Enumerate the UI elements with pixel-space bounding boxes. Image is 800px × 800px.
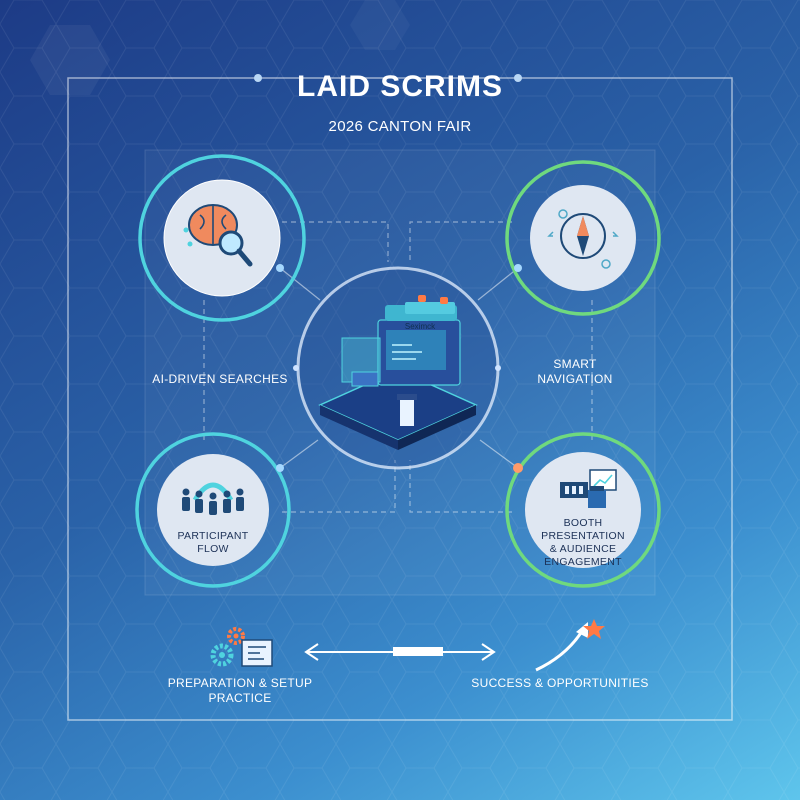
label-ai-searches: AI-DRIVEN SEARCHES <box>152 372 288 386</box>
node-ring <box>505 432 661 588</box>
booth-icon <box>318 295 478 450</box>
node-connector-dot <box>513 463 523 473</box>
node-connector-dot <box>514 264 522 272</box>
label-line: & AUDIENCE <box>549 543 617 555</box>
connector-bottom-left <box>282 460 396 513</box>
page-subtitle: 2026 CANTON FAIR <box>328 118 472 135</box>
center-booth-node: Seximck <box>293 266 501 470</box>
gears-document-icon <box>210 627 273 667</box>
double-arrow-icon <box>304 643 496 661</box>
label-line: PREPARATION & SETUP <box>167 676 313 690</box>
connector-bottom-right <box>409 460 512 513</box>
star-icon <box>583 619 605 639</box>
label-line: FLOW <box>197 543 229 555</box>
node-participant-flow <box>135 432 291 588</box>
diagonal-links <box>279 267 519 469</box>
label-line: PRACTICE <box>208 691 272 705</box>
booth-sign-text: Seximck <box>405 322 436 331</box>
node-connector-dot <box>276 264 284 272</box>
deco-hexagon <box>350 0 410 50</box>
node-smart-navigation <box>505 160 661 316</box>
label-line: ENGAGEMENT <box>544 556 622 568</box>
label-preparation: PREPARATION & SETUP PRACTICE <box>150 676 330 706</box>
page-title: LAID SCRIMS <box>297 70 503 103</box>
connector-top-right <box>409 221 512 262</box>
label-line: PARTICIPANT <box>177 530 249 542</box>
node-ai-searches <box>138 154 306 322</box>
node-booth-presentation <box>505 432 661 588</box>
label-booth-presentation: BOOTH PRESENTATION & AUDIENCE ENGAGEMENT <box>528 517 638 569</box>
node-ring <box>505 160 661 316</box>
label-line: SMART <box>553 357 597 371</box>
node-ring <box>135 432 291 588</box>
label-line: BOOTH PRESENTATION <box>541 517 625 542</box>
outer-frame <box>67 77 733 721</box>
presentation-icon <box>560 469 617 508</box>
compass-icon <box>547 209 619 269</box>
label-success: SUCCESS & OPPORTUNITIES <box>471 676 649 690</box>
label-participant-flow: PARTICIPANT FLOW <box>163 530 263 556</box>
people-arch-icon <box>182 482 244 515</box>
frame-dot <box>254 74 262 82</box>
frame-dot <box>514 74 522 82</box>
node-connector-dot <box>276 464 284 472</box>
brain-magnifier-icon <box>183 204 253 267</box>
label-smart-navigation: SMART NAVIGATION <box>510 357 640 387</box>
connector-lines <box>203 221 593 513</box>
label-line: NAVIGATION <box>537 372 613 386</box>
node-ring <box>138 154 306 322</box>
